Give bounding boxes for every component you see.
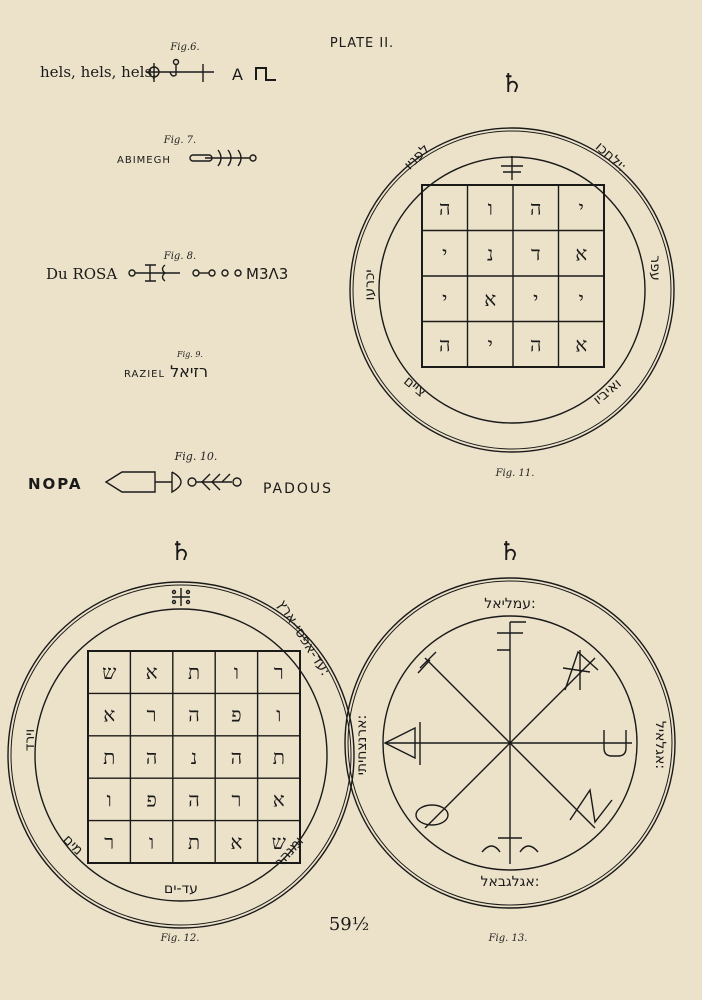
fig13-caption: Fig. 13. <box>488 933 528 944</box>
fig11-ring-text: יכרעו <box>362 269 378 300</box>
fig13-pentacle: ♄ עמליאל: אגלאיל: אגלגבאל: ארנצחיתי: Fig… <box>344 537 676 944</box>
grid-cell-letter: י <box>579 287 584 311</box>
grid-cell-letter: ו <box>234 660 239 684</box>
grid-cell-letter: ה <box>188 703 200 727</box>
fig11-ring-text: ואיביו <box>590 376 624 408</box>
grid-cell-letter: ר <box>231 787 241 811</box>
grid-cell-letter: ה <box>188 787 200 811</box>
fig11-ring-text: עפר <box>647 255 663 280</box>
grid-cell-letter: ת <box>103 745 115 769</box>
saturn-symbol-icon: ♄ <box>169 537 192 567</box>
grid-cell-letter: א <box>103 703 115 727</box>
cross-sigil-icon <box>171 588 191 606</box>
fig10: Fig. 10. NOPA PADOUS <box>28 450 333 497</box>
fig12-ring-text: עד-ים <box>164 881 198 897</box>
fig9-text: RAZIEL <box>124 369 165 380</box>
grid-cell-letter: ו <box>107 787 112 811</box>
grid-cell-letter: ד <box>531 241 541 265</box>
saturn-symbol-icon: ♄ <box>500 69 523 99</box>
grid-cell-letter: ר <box>104 830 114 854</box>
fig6-letter: A <box>232 65 243 84</box>
fig8-caption: Fig. 8. <box>163 251 196 262</box>
fig12-ring-text: מים <box>59 832 86 859</box>
fig12-caption: Fig. 12. <box>160 933 200 944</box>
grid-cell-letter: ו <box>276 703 281 727</box>
fig7-sigil-icon <box>189 149 257 167</box>
grid-cell-letter: ר <box>147 703 157 727</box>
grid-cell-letter: ה <box>530 196 542 220</box>
grid-cell-letter: א <box>575 332 587 356</box>
grid-cell-letter: י <box>533 287 538 311</box>
fig13-ring-text: אגלאיל: <box>652 721 668 769</box>
fig7-text: ABIMEGH <box>117 155 171 166</box>
grid-cell-letter: י <box>579 196 584 220</box>
fig13-ring-text: ארנצחיתי: <box>354 715 370 776</box>
fig7-caption: Fig. 7. <box>163 135 196 146</box>
grid-cell-letter: א <box>146 660 158 684</box>
fig10-text-left: NOPA <box>28 475 83 493</box>
grid-cell-letter: א <box>273 787 285 811</box>
fig9-hebrew: רזיאל <box>170 362 208 381</box>
grid-cell-letter: י <box>442 287 447 311</box>
plate-title: PLATE II. <box>330 36 394 51</box>
fig10-sigil-icon <box>104 471 242 494</box>
fig6-sigil-icon <box>146 58 214 82</box>
grid-cell-letter: ו <box>488 196 493 220</box>
fig9-caption: Fig. 9. <box>176 350 203 359</box>
grid-frame <box>87 650 301 864</box>
grid-cell-letter: ש <box>102 660 116 684</box>
fig13-sigils-icon <box>383 621 627 853</box>
fig9: Fig. 9. RAZIEL רזיאל <box>124 350 208 381</box>
grid-cell-letter: נ <box>487 241 494 265</box>
grid-cell-letter: א <box>484 287 496 311</box>
fig13-ring-text: עמליאל: <box>484 596 535 612</box>
spokes <box>385 622 632 864</box>
fig8: Fig. 8. Du ROSA M3Λ3 <box>46 251 288 283</box>
fig8-sigil-icon <box>128 264 242 282</box>
grid-cell-letter: א <box>230 830 242 854</box>
page-number: 59½ <box>329 914 369 935</box>
grid-cell-letter: ת <box>273 745 285 769</box>
saturn-symbol-icon: ♄ <box>498 537 521 567</box>
grid-cell-letter: י <box>488 332 493 356</box>
fig8-text-right: M3Λ3 <box>246 265 288 283</box>
fig11-ring-text: ציים <box>400 373 429 401</box>
fig6-glyph-icon <box>255 67 276 81</box>
fig11-ring-text: ילחכו: <box>592 139 630 175</box>
fig10-text-right: PADOUS <box>263 481 333 497</box>
fig13-ring-text: אגלגבאל: <box>481 874 540 890</box>
fig11-caption: Fig. 11. <box>495 468 535 479</box>
grid-cell-letter: י <box>442 241 447 265</box>
grid-cell-letter: ר <box>274 660 284 684</box>
fig10-caption: Fig. 10. <box>174 450 218 463</box>
cross-sigil-icon <box>501 156 523 180</box>
fig6: Fig.6. hels, hels, hels, A <box>40 42 276 84</box>
grid-cell-letter: ה <box>530 332 542 356</box>
grid-cell-letter: ת <box>188 660 200 684</box>
grid-cell-letter: ת <box>188 830 200 854</box>
grid-cell-letter: ש <box>272 830 286 854</box>
fig12-ring-text: וירד <box>22 729 38 752</box>
grid-cell-letter: ה <box>439 332 451 356</box>
grid-cell-letter: נ <box>191 745 198 769</box>
grid-cell-letter: ה <box>231 745 243 769</box>
fig6-caption: Fig.6. <box>169 42 199 53</box>
grid-cell-letter: ה <box>439 196 451 220</box>
grid-cell-letter: ו <box>149 830 154 854</box>
fig8-text-left: Du ROSA <box>46 265 117 283</box>
grid-cell-letter: פ <box>146 787 156 811</box>
fig7: Fig. 7. ABIMEGH <box>117 135 257 167</box>
grid-cell-letter: ה <box>146 745 158 769</box>
grid-cell-letter: פ <box>231 703 241 727</box>
fig6-text: hels, hels, hels, <box>40 63 157 81</box>
grid-cell-letter: א <box>575 241 587 265</box>
